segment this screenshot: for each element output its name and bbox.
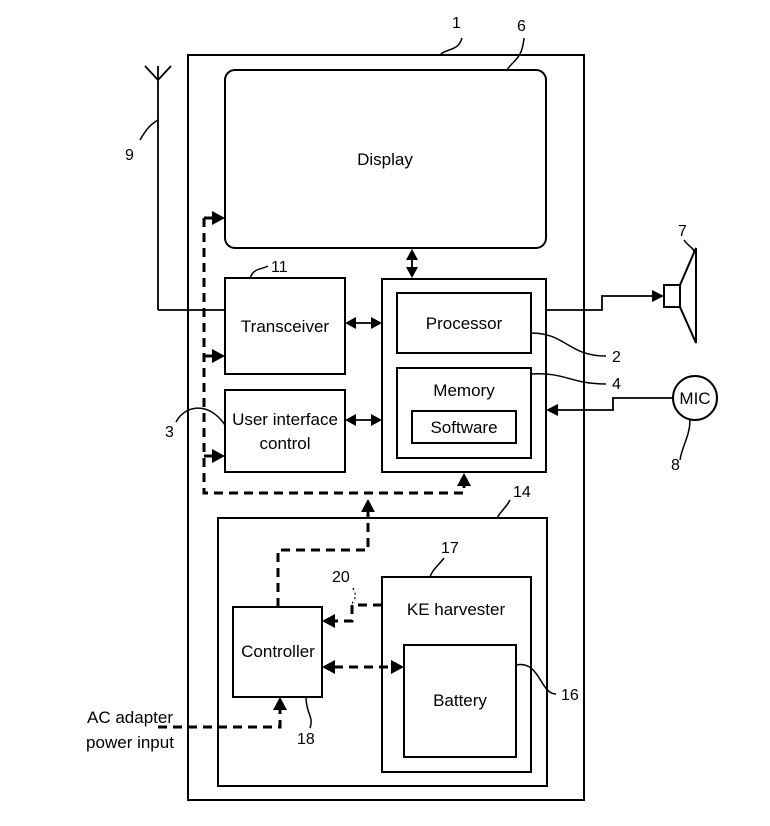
ref-transceiver: 11 [271, 259, 288, 276]
reference-numerals: 1 6 9 11 7 2 4 8 3 14 17 20 16 18 [125, 15, 695, 748]
display-label: Display [357, 150, 413, 169]
ref-device: 1 [452, 15, 461, 32]
ke-harvester-block [381, 576, 532, 773]
battery-label: Battery [433, 691, 487, 710]
ref-memory: 4 [612, 376, 621, 393]
ref-controller: 18 [297, 731, 315, 748]
display-block [224, 69, 547, 249]
ref-signal-path: 20 [332, 569, 350, 586]
ac-input-label-line2: power input [86, 733, 174, 752]
ref-processor: 2 [612, 349, 621, 366]
mic-icon: MIC [546, 375, 718, 421]
ref-battery: 16 [561, 687, 579, 704]
ref-ui-control: 3 [165, 424, 174, 441]
ref-antenna: 9 [125, 147, 134, 164]
ke-harvester-label: KE harvester [407, 600, 506, 619]
device-housing [187, 54, 585, 801]
speaker-icon [546, 247, 697, 344]
transceiver-processor-arrow [345, 317, 382, 329]
ui-control-label-line1: User interface [232, 410, 338, 429]
transceiver-label: Transceiver [241, 317, 330, 336]
ref-speaker: 7 [678, 223, 687, 240]
controller-battery-arrow [322, 660, 404, 674]
ui-processor-arrow [345, 414, 382, 426]
software-block [411, 410, 517, 444]
controller-label: Controller [241, 642, 315, 661]
power-bus [202, 211, 471, 607]
software-label: Software [430, 418, 497, 437]
ui-control-block [224, 389, 346, 473]
mic-label: MIC [679, 389, 710, 408]
ref-mic: 8 [671, 457, 680, 474]
ref-power-module: 14 [513, 484, 531, 501]
ref-display: 6 [517, 18, 526, 35]
transceiver-block [224, 277, 346, 375]
processor-label: Processor [426, 314, 503, 333]
power-module [217, 517, 548, 787]
antenna-icon [144, 65, 225, 311]
ac-input-label-line1: AC adapter [87, 708, 173, 727]
memory-block [396, 367, 532, 459]
ui-control-label-line2: control [259, 434, 310, 453]
processing-group [381, 278, 547, 473]
processor-block [396, 292, 532, 354]
ref-ke-harvester: 17 [441, 540, 459, 557]
ac-input-line [158, 697, 287, 729]
display-processor-arrow [406, 249, 418, 278]
harvester-controller-arrow [322, 587, 382, 628]
memory-label: Memory [433, 381, 495, 400]
battery-block [403, 644, 517, 758]
